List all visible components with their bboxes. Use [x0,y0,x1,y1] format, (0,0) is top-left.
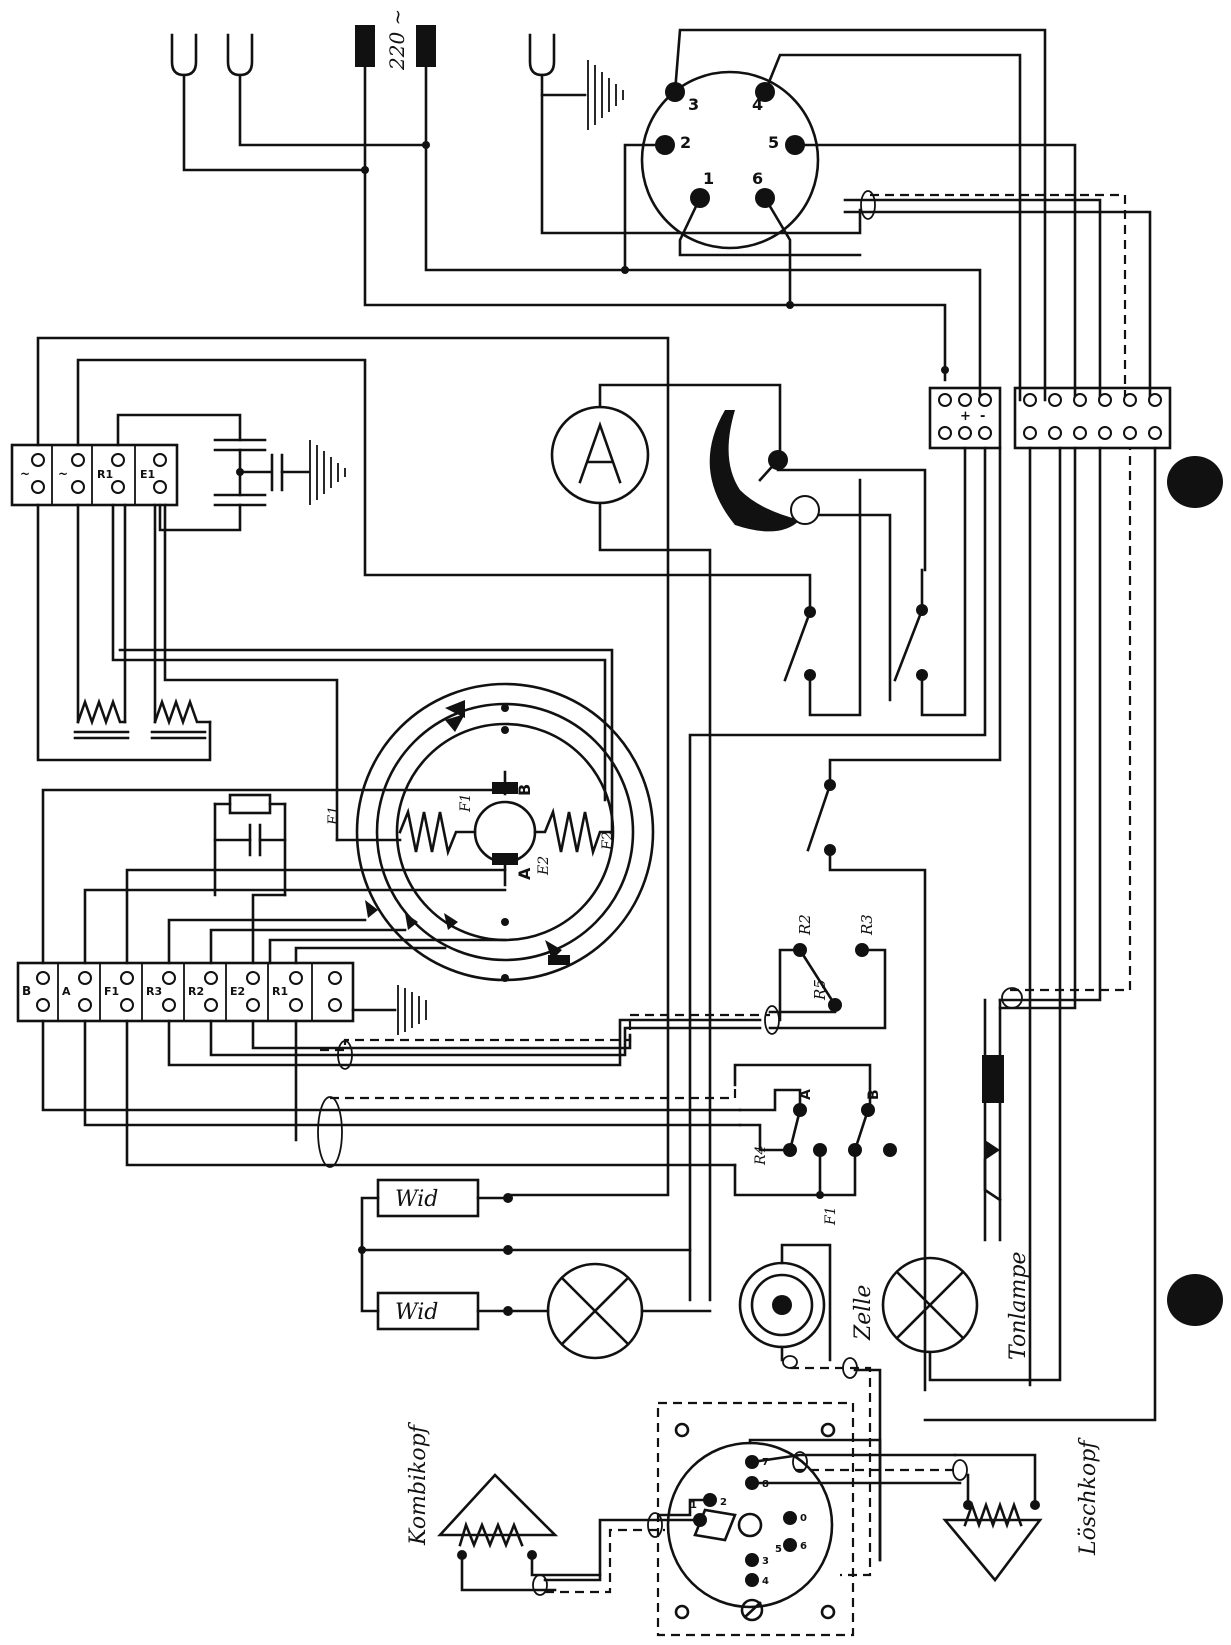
svg-text:6: 6 [752,169,763,188]
switch-a-b: A B R4 F1 [733,1063,897,1226]
loeschkopf-head: Löschkopf [942,1437,1101,1583]
svg-text:R3: R3 [858,914,876,936]
mains-plug-1-icon [355,25,375,67]
svg-text:~: ~ [58,467,68,481]
svg-text:0: 0 [800,1513,807,1524]
ammeter-icon [578,421,622,484]
svg-text:R4: R4 [753,1146,769,1166]
resistor-wid-1: Wid [376,1178,480,1218]
svg-text:4: 4 [762,1576,769,1587]
tonlampe-cable [982,446,1132,1242]
svg-text:2: 2 [720,1497,727,1508]
svg-text:Wid: Wid [395,1300,438,1325]
input-jack-2-icon [226,33,254,77]
svg-text:3: 3 [762,1556,769,1567]
svg-text:5: 5 [775,1544,782,1555]
svg-text:E1: E1 [140,468,155,481]
svg-text:~: ~ [20,467,30,481]
switch-r2-r3: R2 R3 R5 [768,914,887,1030]
svg-text:6: 6 [800,1541,807,1552]
ground-icon-top [540,60,624,130]
terminal-strip-left: ~ ~ R1 E1 [10,443,179,507]
svg-text:Tonlampe: Tonlampe [1006,1252,1031,1361]
terminal-strip-bottom: B A F1 R3 R2 E2 R1 [16,961,355,1023]
ink-blot-mark [1167,456,1223,508]
svg-text:B: B [22,984,31,998]
svg-text:E2: E2 [536,856,552,876]
switch-2 [893,446,967,717]
svg-text:R1: R1 [97,468,113,481]
resistor-zigzag-left-1 [73,698,130,740]
diode-icon [445,700,465,718]
input-jack-1-icon [170,33,198,77]
svg-text:5: 5 [768,133,779,152]
motor-windings: E1 F1 E2 F2 B A [326,682,655,982]
svg-text:A: A [515,867,534,880]
potentiometer [709,410,927,702]
capacitor-bank-icon [213,438,346,507]
svg-text:4: 4 [752,95,763,114]
svg-text:-: - [980,409,985,424]
svg-text:F2: F2 [600,831,616,851]
svg-text:Löschkopf: Löschkopf [1076,1437,1101,1556]
svg-text:A: A [798,1089,814,1100]
kombikopf-head: Kombikopf [406,1421,712,1596]
svg-text:B: B [866,1089,882,1100]
svg-text:Wid: Wid [395,1187,438,1212]
tonlampe-icon: Tonlampe [881,446,1062,1382]
mains-plug-2-icon [416,25,436,67]
svg-text:F1: F1 [104,985,119,998]
main-socket: 3 4 2 5 1 6 [640,70,820,250]
svg-text:R3: R3 [146,985,162,998]
svg-text:R1: R1 [272,985,288,998]
switch-1 [783,478,862,717]
svg-text:F1: F1 [823,1206,839,1226]
svg-text:Zelle: Zelle [851,1285,876,1341]
svg-text:R5: R5 [811,979,829,1001]
svg-text:1: 1 [703,169,714,188]
lamp-1-icon [546,1262,712,1360]
svg-text:8: 8 [762,1479,769,1490]
mains-voltage-label: 220 ~ [385,9,409,71]
terminal-strip-signal [1013,386,1172,450]
resistor-zigzag-left-2 [150,698,212,740]
input-jack-3-icon [528,33,556,77]
terminal-strip-power: + - [928,386,1002,450]
svg-text:E1: E1 [326,806,342,826]
svg-text:B: B [515,784,534,796]
ground-icon-bottom [351,985,427,1035]
svg-text:R2: R2 [796,914,814,936]
svg-text:1: 1 [690,1500,697,1511]
resistor-wid-2: Wid [376,1291,480,1331]
rc-snubber-icon [213,793,287,897]
photocell: Zelle [738,1243,876,1362]
ink-blot-mark [1167,1274,1223,1326]
svg-text:3: 3 [688,95,699,114]
svg-text:7: 7 [762,1457,769,1468]
input-jacks: 220 ~ [170,9,556,77]
svg-text:R2: R2 [188,985,204,998]
ammeter [550,383,782,1302]
svg-text:E2: E2 [230,985,245,998]
svg-text:2: 2 [680,133,691,152]
svg-text:A: A [62,985,71,998]
switch-3 [806,446,1002,1392]
svg-text:+: + [960,409,971,424]
svg-text:Kombikopf: Kombikopf [406,1421,431,1546]
svg-text:F1: F1 [458,793,474,813]
